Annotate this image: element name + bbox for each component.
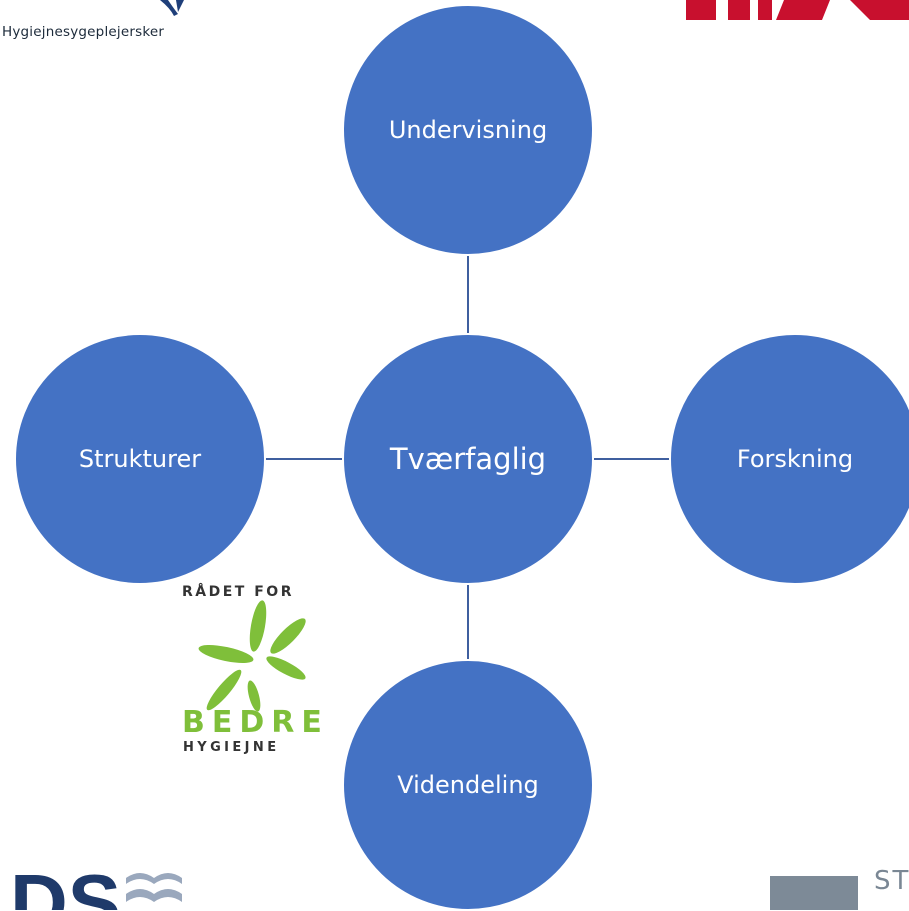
ds-logo-text: DS — [10, 860, 121, 910]
node-undervisning-label: Undervisning — [388, 115, 548, 144]
ds-logo-icon: DS — [10, 860, 182, 910]
logo-swoosh-icon — [160, 0, 184, 16]
node-strukturer-label: Strukturer — [78, 444, 202, 473]
hygiejne-text: HYGIEJNE — [183, 740, 280, 755]
hygiejnesygeplejersker-caption: Hygiejnesygeplejersker — [2, 24, 165, 40]
node-strukturer: Strukturer — [14, 333, 266, 585]
red-logo-icon — [686, 0, 909, 20]
hygiejnesygeplejersker-logo: Hygiejnesygeplejersker — [0, 0, 200, 56]
node-tvaerfaglig-label: Tværfaglig — [389, 441, 547, 476]
node-tvaerfaglig: Tværfaglig — [342, 333, 594, 585]
raadet-for-bedre-hygiejne-logo: RÅDET FOR BEDRE HYGIEJNE — [176, 584, 326, 774]
bedre-text: BEDRE — [182, 705, 329, 740]
node-forskning: Forskning — [669, 333, 909, 585]
node-videndeling: Videndeling — [342, 659, 594, 911]
raadet-for-text: RÅDET FOR — [182, 584, 294, 600]
node-videndeling-label: Videndeling — [397, 770, 539, 799]
node-undervisning: Undervisning — [342, 4, 594, 256]
st-logo-text: ST — [874, 866, 909, 896]
green-leaf-flower-icon — [198, 600, 306, 712]
st-logo-block — [770, 876, 858, 910]
st-logo: ST — [770, 862, 909, 910]
node-forskning-label: Forskning — [736, 444, 854, 473]
